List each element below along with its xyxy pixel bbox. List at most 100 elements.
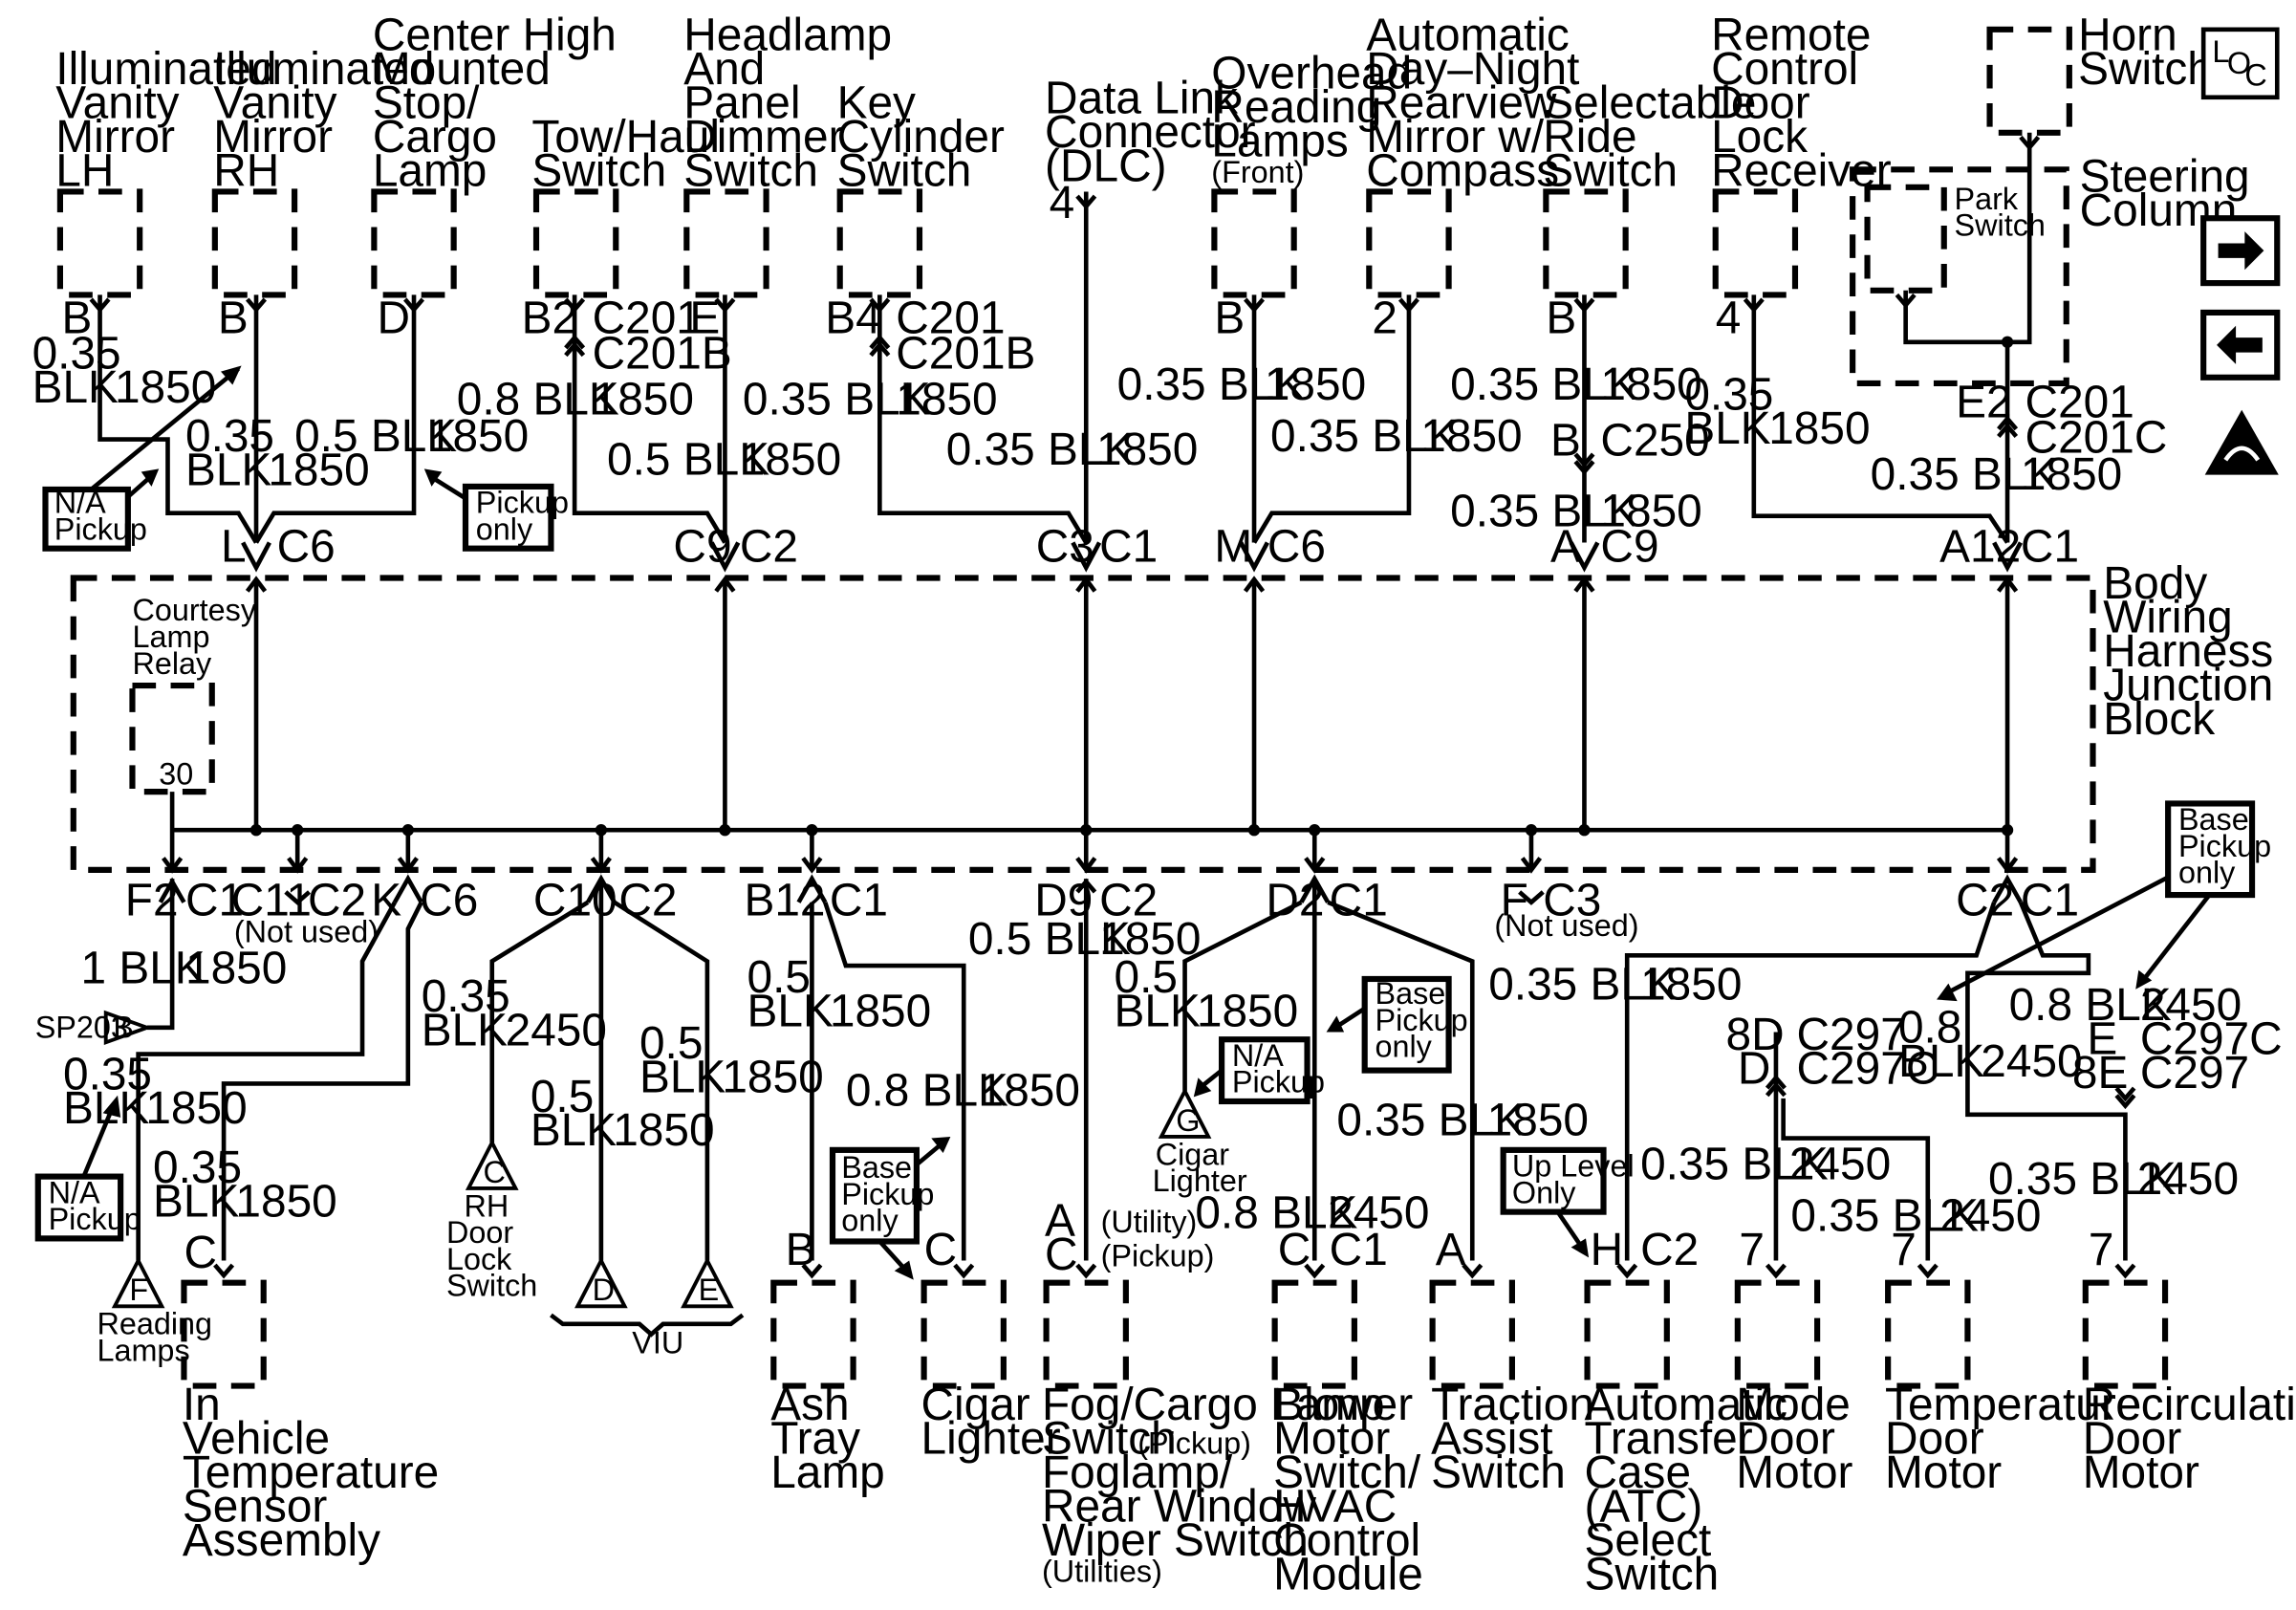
- svg-text:C2: C2: [740, 522, 798, 573]
- svg-text:Lamp: Lamp: [373, 145, 487, 196]
- svg-text:C297: C297: [1797, 1010, 1906, 1060]
- svg-text:Lighter: Lighter: [1153, 1164, 1247, 1198]
- svg-text:C9: C9: [1600, 522, 1658, 573]
- svg-text:(Front): (Front): [1211, 155, 1304, 189]
- svg-text:RH: RH: [464, 1188, 509, 1223]
- svg-text:C1: C1: [2021, 522, 2079, 573]
- svg-text:C201B: C201B: [896, 329, 1035, 380]
- svg-text:Switch: Switch: [2078, 44, 2213, 95]
- svg-text:Foglamp/: Foglamp/: [1042, 1447, 1233, 1498]
- svg-text:only: only: [476, 511, 533, 546]
- svg-text:Automatic: Automatic: [1366, 10, 1570, 60]
- base-pickup-note-blower: Base Pickup only: [1326, 975, 1468, 1074]
- svg-text:C1: C1: [1330, 876, 1388, 926]
- offpage-d-viu: D: [574, 1256, 628, 1309]
- courtesy-relay-label-1: Courtesy: [132, 593, 256, 627]
- svg-text:0.35 BLK: 0.35 BLK: [1117, 359, 1306, 410]
- loc-icon[interactable]: L O C: [2200, 27, 2280, 100]
- up-level-only-note: Up Level Only: [1500, 1146, 1635, 1258]
- svg-text:B: B: [786, 1225, 816, 1275]
- svg-text:0.35 BLK: 0.35 BLK: [1450, 359, 1638, 410]
- svg-text:C: C: [484, 1155, 506, 1189]
- svg-text:B: B: [113, 1011, 134, 1045]
- svg-text:Vanity: Vanity: [55, 77, 179, 128]
- svg-text:Cigar: Cigar: [1156, 1137, 1230, 1171]
- pickup-only-note-top: Pickup only: [423, 468, 569, 552]
- svg-text:B: B: [1546, 294, 1576, 344]
- svg-text:Illuminated: Illuminated: [213, 44, 434, 95]
- junction-block-name: Body Wiring Harness Junction Block: [2103, 558, 2273, 745]
- svg-text:1850: 1850: [1600, 359, 1701, 410]
- svg-text:Motor: Motor: [2083, 1447, 2199, 1498]
- svg-text:BLK: BLK: [185, 445, 271, 495]
- offpage-g-cigar: G Cigar Lighter: [1153, 1086, 1247, 1198]
- svg-text:C: C: [2244, 57, 2266, 92]
- svg-text:Overhead: Overhead: [1211, 49, 1412, 99]
- svg-text:Ride: Ride: [1543, 112, 1636, 163]
- recirculation-door-motor: Recirculation Door Motor: [2082, 1279, 2296, 1498]
- arrow-right-icon[interactable]: [2200, 215, 2281, 287]
- svg-text:Ash: Ash: [770, 1380, 849, 1430]
- svg-text:L: L: [2212, 34, 2229, 69]
- svg-text:BLK: BLK: [531, 1105, 617, 1156]
- svg-text:Switch: Switch: [683, 145, 818, 196]
- svg-text:Lock: Lock: [446, 1242, 512, 1276]
- svg-text:1850: 1850: [1600, 487, 1701, 537]
- svg-text:Select: Select: [1584, 1515, 1711, 1566]
- svg-text:Lighter: Lighter: [921, 1414, 1061, 1465]
- svg-text:1850: 1850: [1096, 424, 1198, 475]
- svg-text:0.8 BLK: 0.8 BLK: [2009, 980, 2172, 1031]
- svg-text:2450: 2450: [1981, 1036, 2082, 1087]
- svg-text:Pickup: Pickup: [49, 1202, 141, 1236]
- svg-text:Control: Control: [1711, 44, 1858, 95]
- ash-tray-lamp: Ash Tray Lamp: [770, 1279, 885, 1498]
- svg-text:(ATC): (ATC): [1584, 1481, 1702, 1532]
- svg-text:Assist: Assist: [1431, 1414, 1552, 1465]
- svg-text:C6: C6: [420, 876, 478, 926]
- svg-text:0.5: 0.5: [531, 1072, 594, 1122]
- base-pickup-note-right: Base Pickup only: [1937, 800, 2271, 1002]
- svg-text:1850: 1850: [115, 362, 216, 413]
- svg-text:Base: Base: [841, 1150, 912, 1185]
- svg-text:VIU: VIU: [632, 1326, 683, 1360]
- in-vehicle-temp-sensor: In Vehicle Temperature Sensor Assembly: [181, 1279, 439, 1566]
- mode-door-motor: Mode Door Motor: [1734, 1279, 1853, 1498]
- svg-text:1850: 1850: [1768, 403, 1870, 454]
- svg-text:Lamps: Lamps: [97, 1333, 189, 1367]
- svg-text:C201: C201: [896, 294, 1005, 344]
- svg-text:Rear Window: Rear Window: [1042, 1481, 1316, 1532]
- svg-text:L: L: [221, 522, 247, 573]
- svg-text:C: C: [1045, 1229, 1078, 1280]
- svg-text:Motor: Motor: [1736, 1447, 1852, 1498]
- key-cylinder-switch: Key Cylinder Switch: [837, 77, 1005, 298]
- svg-text:Door: Door: [1885, 1414, 1984, 1465]
- svg-text:C1: C1: [830, 876, 888, 926]
- svg-text:B: B: [218, 294, 249, 344]
- svg-text:1850: 1850: [235, 1176, 336, 1227]
- svg-text:1850: 1850: [1420, 411, 1522, 462]
- svg-text:Center High: Center High: [373, 10, 617, 60]
- top-wire-labels: B 0.35 BLK 1850 B 0.35 BLK 1850 D 0.5 BL…: [32, 178, 2168, 572]
- svg-text:0.35: 0.35: [185, 411, 274, 462]
- svg-text:Tow/Haul: Tow/Haul: [531, 112, 720, 163]
- arrow-left-icon[interactable]: [2200, 309, 2281, 381]
- blower-motor-switch-hvac: Blower Motor Switch/ HVAC Control Module: [1271, 1279, 1423, 1599]
- svg-text:Sensor: Sensor: [183, 1481, 328, 1532]
- data-link-connector: Data Link Connector (DLC): [1045, 74, 1256, 192]
- svg-text:(Pickup): (Pickup): [1137, 1426, 1251, 1461]
- svg-text:Cylinder: Cylinder: [837, 112, 1005, 163]
- svg-text:Pickup: Pickup: [1375, 1003, 1467, 1037]
- svg-text:Panel: Panel: [683, 77, 800, 128]
- steering-column: Park Switch Steering Column: [1850, 151, 2250, 387]
- svg-text:Cigar: Cigar: [921, 1380, 1030, 1430]
- svg-text:Data Link: Data Link: [1045, 74, 1238, 124]
- svg-text:RH: RH: [213, 145, 279, 196]
- svg-text:0.35 BLK: 0.35 BLK: [1640, 1140, 1829, 1190]
- svg-text:Assembly: Assembly: [183, 1515, 380, 1566]
- svg-text:N/A: N/A: [49, 1175, 100, 1209]
- offpage-b-sp203: B SP203: [35, 1011, 153, 1046]
- svg-text:BLK: BLK: [422, 1005, 508, 1055]
- svg-text:Blower: Blower: [1273, 1380, 1413, 1430]
- svg-text:C250: C250: [1600, 416, 1709, 467]
- svg-text:C1: C1: [185, 876, 244, 926]
